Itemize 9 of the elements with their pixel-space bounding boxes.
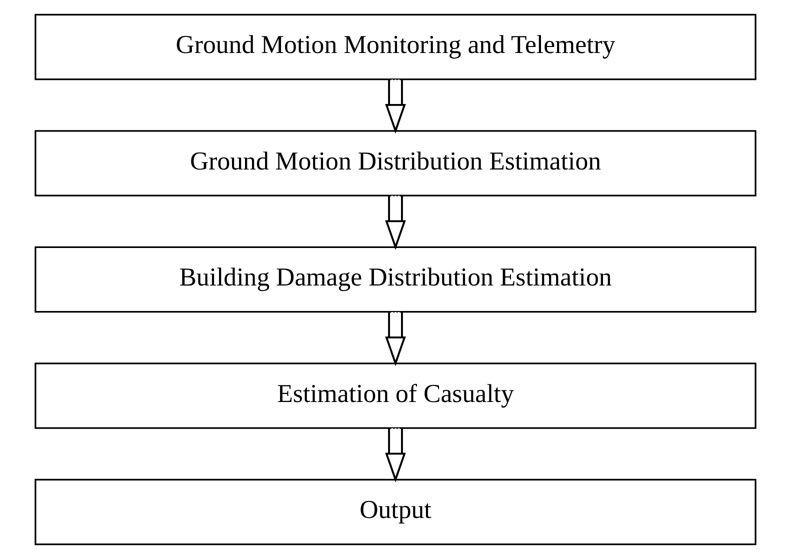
node-box: Output bbox=[34, 478, 756, 546]
node-box: Building Damage Distribution Estimation bbox=[34, 246, 756, 313]
node-box: Estimation of Casualty bbox=[34, 362, 756, 429]
arrow bbox=[384, 312, 406, 366]
arrow bbox=[384, 196, 406, 250]
node-box: Ground Motion Monitoring and Telemetry bbox=[34, 14, 756, 80]
node-box: Ground Motion Distribution Estimation bbox=[34, 130, 756, 196]
arrow bbox=[384, 80, 406, 134]
arrow bbox=[384, 428, 406, 482]
